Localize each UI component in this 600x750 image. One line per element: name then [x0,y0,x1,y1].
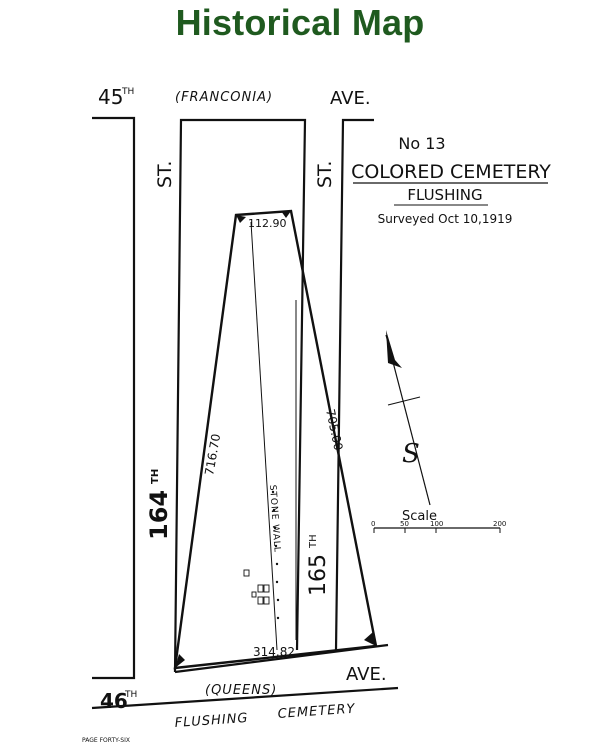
street-165-st: ST. [314,161,336,188]
street-45-suffix: TH [121,87,134,97]
street-164-suffix: TH [150,469,161,484]
north-arrow-label: S [402,439,420,469]
street-165-number: 165 [306,554,331,596]
street-46-ave: AVE. [346,664,387,685]
plot-surveyed: Surveyed Oct 10,1919 [378,212,513,226]
corner-arrow-ne [281,211,291,218]
below-label-cemetery: CEMETERY [277,702,356,722]
scale-tick-label-100: 100 [430,520,443,528]
north-arrow-crossbar [387,396,421,406]
page-title: Historical Map [175,2,425,43]
street-164-number: 164 [145,490,173,540]
street-164-st: ST. [154,161,176,188]
scale-label: Scale [402,509,437,524]
street-46-suffix: TH [124,690,137,700]
page-footer: PAGE FORTY-SIX [82,737,130,744]
wall-line [250,221,278,651]
avenue-line-46-south [91,686,399,710]
block-line-center [173,118,307,673]
north-arrow: S [385,330,431,506]
dim-top: 112.90 [248,217,287,230]
street-46-number: 46 [100,689,128,713]
scale-tick-label-0: 0 [371,520,375,528]
plot-number: No 13 [398,134,445,153]
grave-markers [243,569,270,605]
plot-location: FLUSHING [407,186,482,204]
plot-boundary [173,209,378,670]
street-45-number: 45 [98,85,123,109]
block-line-west [92,116,136,680]
street-lines [91,116,399,710]
scale-tick-label-200: 200 [493,520,506,528]
dim-bottom: 314.82 [253,645,295,659]
below-label-flushing: FLUSHING [174,711,249,731]
street-45-ave: AVE. [330,88,371,109]
north-arrow-icon [386,330,402,368]
corner-arrow-nw [236,215,246,223]
plot-name: COLORED CEMETERY [351,161,551,183]
corner-arrow-se [364,632,376,646]
street-165-suffix: TH [308,534,319,549]
block-line-east [334,118,374,651]
street-labels: 45 TH (FRANCONIA) AVE. ST. 164 TH ST. 16… [98,85,387,731]
scale-bar: Scale 0 50 100 200 [371,509,506,533]
scale-tick-label-50: 50 [400,520,409,528]
corner-arrow-sw [175,654,185,668]
stone-wall-label: STONE WALL [267,485,282,554]
wall-dots [271,490,280,620]
title-block: No 13 COLORED CEMETERY FLUSHING Surveyed… [351,134,551,226]
street-45-name: (FRANCONIA) [175,90,273,105]
street-46-name: (QUEENS) [205,683,277,698]
dim-right: 705.00 [323,408,345,452]
cemetery-plot [173,209,378,670]
